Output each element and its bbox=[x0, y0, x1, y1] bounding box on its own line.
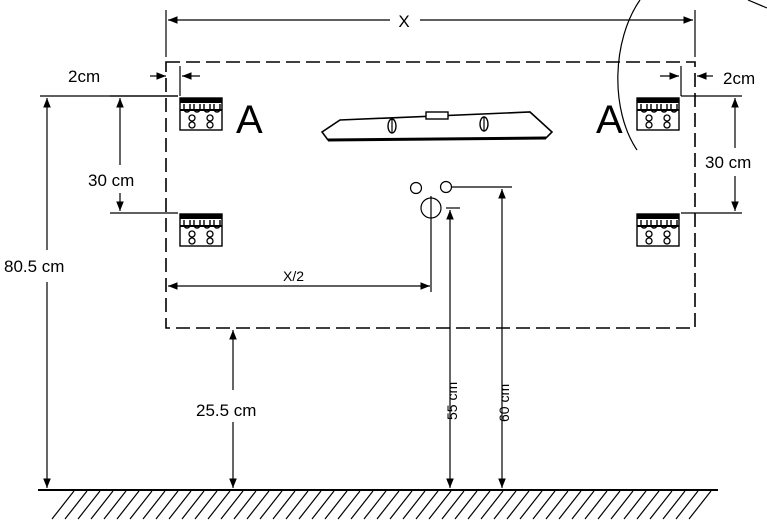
floor-hatch-line bbox=[402, 490, 426, 520]
floor-hatch-line bbox=[155, 490, 179, 520]
floor-hatch-line bbox=[584, 490, 608, 520]
floor-hatch-line bbox=[103, 490, 127, 520]
floor-hatch-line bbox=[636, 490, 660, 520]
detail-arc bbox=[617, 0, 641, 151]
margin-right-dimension: 2cm bbox=[660, 66, 755, 96]
floor-hatch-line bbox=[532, 490, 556, 520]
spacing-left-dimension: 30 cm bbox=[88, 95, 178, 214]
height-bottom-label: 25.5 cm bbox=[196, 401, 256, 420]
floor-hatch-line bbox=[272, 490, 296, 520]
floor-hatch-line bbox=[246, 490, 270, 520]
floor-hatch-line bbox=[298, 490, 322, 520]
floor-hatch-line bbox=[441, 490, 465, 520]
height-top-label: 80.5 cm bbox=[4, 257, 64, 276]
margin-left-dimension: 2cm bbox=[68, 66, 200, 96]
floor-hatch-line bbox=[285, 490, 309, 520]
bracket-top-left bbox=[179, 97, 223, 131]
floor-hatch-line bbox=[454, 490, 478, 520]
tv-outline bbox=[165, 61, 696, 329]
margin-left-label: 2cm bbox=[68, 67, 100, 86]
floor-hatch-line bbox=[51, 490, 75, 520]
floor-hatch-line bbox=[389, 490, 413, 520]
floor-hatch-line bbox=[337, 490, 361, 520]
height-60-dimension: 60 cm bbox=[496, 189, 512, 488]
bracket-bottom-right bbox=[636, 213, 680, 247]
width-dimension: X bbox=[165, 10, 696, 57]
floor-hatch-line bbox=[376, 490, 400, 520]
half-width-dimension: X/2 bbox=[168, 268, 430, 290]
floor-hatch-line bbox=[324, 490, 348, 520]
floor-hatching bbox=[51, 490, 712, 520]
floor-hatch-line bbox=[493, 490, 517, 520]
floor-hatch-line bbox=[64, 490, 88, 520]
floor-hatch-line bbox=[545, 490, 569, 520]
height-55-label: 55 cm bbox=[444, 382, 460, 420]
floor-hatch-line bbox=[181, 490, 205, 520]
bracket-label-left: A bbox=[236, 98, 263, 142]
floor-hatch-line bbox=[194, 490, 218, 520]
floor-hatch-line bbox=[610, 490, 634, 520]
floor-hatch-line bbox=[519, 490, 543, 520]
half-width-label: X/2 bbox=[283, 268, 304, 284]
bracket-top-right bbox=[636, 97, 680, 131]
floor-hatch-line bbox=[142, 490, 166, 520]
floor-hatch-line bbox=[77, 490, 101, 520]
floor-hatch-line bbox=[415, 490, 439, 520]
floor-hatch-line bbox=[311, 490, 335, 520]
floor-hatch-line bbox=[129, 490, 153, 520]
floor-hatch-line bbox=[558, 490, 582, 520]
floor-hatch-line bbox=[506, 490, 530, 520]
spacing-right-label: 30 cm bbox=[705, 153, 751, 172]
floor-hatch-line bbox=[675, 490, 699, 520]
floor-hatch-line bbox=[90, 490, 114, 520]
floor-hatch-line bbox=[428, 490, 452, 520]
floor-hatch-line bbox=[467, 490, 491, 520]
height-55-dimension: 55 cm bbox=[444, 210, 460, 488]
floor-hatch-line bbox=[597, 490, 621, 520]
height-top-dimension: 80.5 cm bbox=[4, 95, 178, 488]
floor-hatch-line bbox=[688, 490, 712, 520]
floor-hatch-line bbox=[168, 490, 192, 520]
spacing-left-label: 30 cm bbox=[88, 171, 134, 190]
spirit-level-icon bbox=[320, 111, 554, 142]
spacing-right-dimension: 30 cm bbox=[681, 95, 751, 214]
height-60-label: 60 cm bbox=[496, 384, 512, 422]
floor bbox=[38, 489, 718, 520]
margin-right-label: 2cm bbox=[723, 69, 755, 88]
bracket-label-right: A bbox=[596, 98, 623, 142]
floor-hatch-line bbox=[480, 490, 504, 520]
height-bottom-dimension: 25.5 cm bbox=[196, 330, 256, 488]
floor-hatch-line bbox=[259, 490, 283, 520]
floor-hatch-line bbox=[363, 490, 387, 520]
bracket-bottom-left bbox=[179, 213, 223, 247]
width-label: X bbox=[398, 12, 409, 31]
floor-hatch-line bbox=[571, 490, 595, 520]
floor-hatch-line bbox=[220, 490, 244, 520]
floor-hatch-line bbox=[233, 490, 257, 520]
center-holes bbox=[409, 180, 512, 292]
floor-hatch-line bbox=[649, 490, 673, 520]
floor-hatch-line bbox=[350, 490, 374, 520]
floor-hatch-line bbox=[662, 490, 686, 520]
floor-hatch-line bbox=[207, 490, 231, 520]
floor-hatch-line bbox=[623, 490, 647, 520]
floor-hatch-line bbox=[116, 490, 140, 520]
